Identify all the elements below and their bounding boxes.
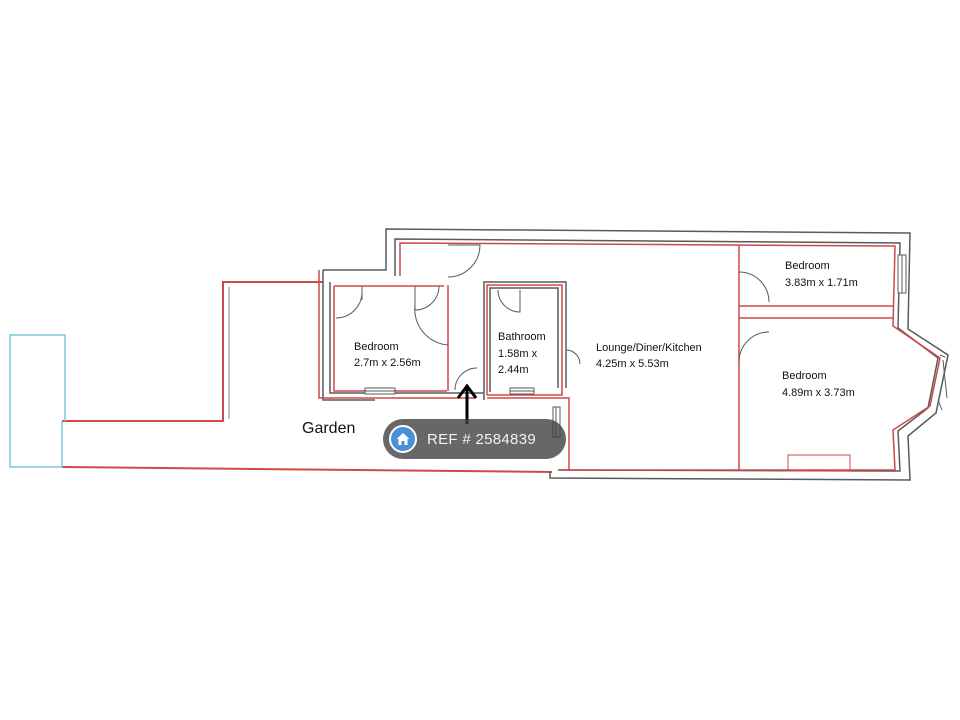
entrance-arrow [456,383,478,424]
reference-number: REF # 2584839 [427,430,536,448]
bathroom-size-line2: 2.44m [498,364,529,376]
lounge-size: 4.25m x 5.53m [596,358,669,370]
lounge-name: Lounge/Diner/Kitchen [596,342,702,354]
bedroom-top-right-size: 3.83m x 1.71m [785,277,858,289]
garden-label: Garden [302,420,355,437]
bedroom-bottom-right-size: 4.89m x 3.73m [782,387,855,399]
door-swings [335,244,770,391]
bathroom-name: Bathroom [498,331,546,343]
outer-walls [322,228,949,481]
bedroom-left-size: 2.7m x 2.56m [354,357,421,369]
bedroom-bottom-right-name: Bedroom [782,370,827,382]
home-icon [389,425,417,453]
garden-boundary-lower [61,466,553,473]
bathroom-size-line1: 1.58m x [498,348,538,360]
garden-shed [9,334,66,468]
bedroom-top-right-name: Bedroom [785,260,830,272]
reference-badge: REF # 2584839 [383,419,566,459]
bay-window [907,328,949,437]
bedroom-left-name: Bedroom [354,341,399,353]
garden-boundary [62,281,323,422]
